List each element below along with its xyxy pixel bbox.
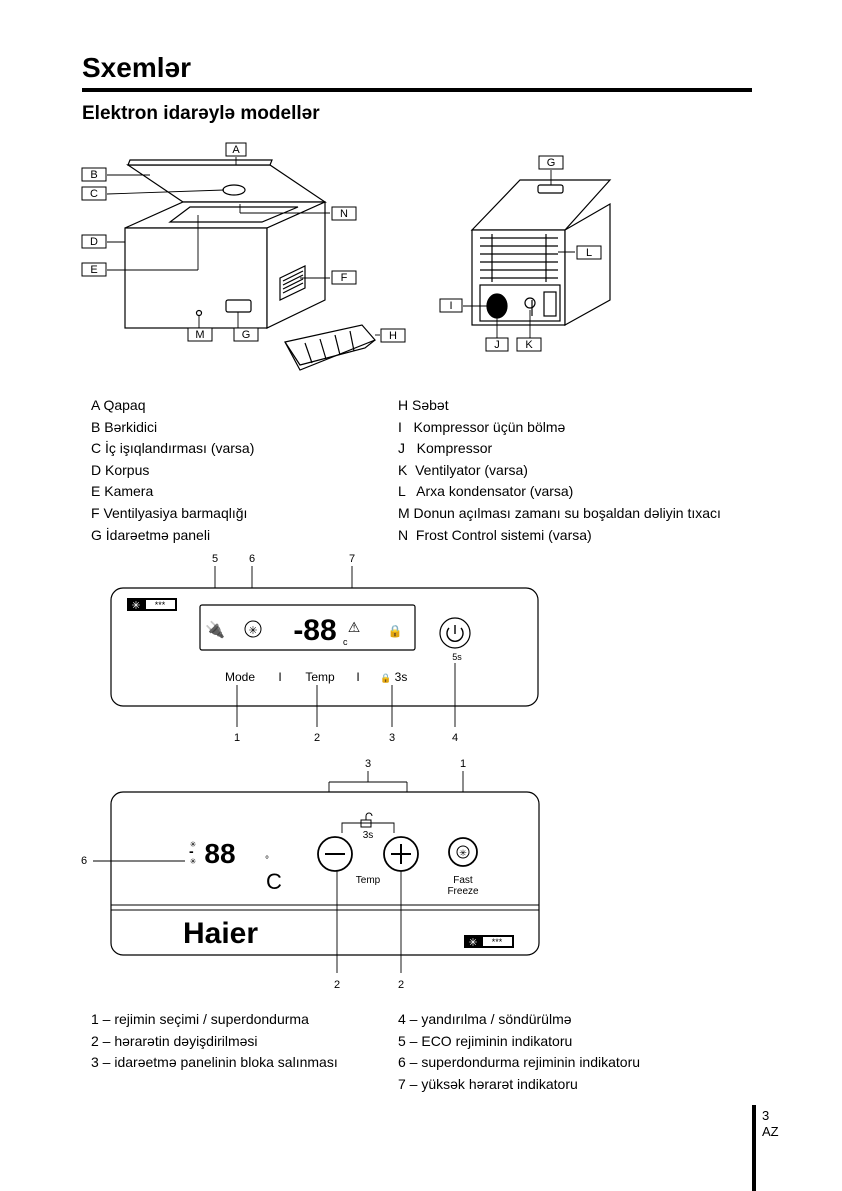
callout-5: 5 — [212, 553, 218, 565]
svg-text:5s: 5s — [452, 652, 462, 662]
legend-item: G İdarəetmə paneli — [91, 526, 211, 543]
callout-n: N — [340, 208, 348, 220]
compressor-icon — [486, 293, 508, 319]
svg-text:✳: ✳ — [131, 600, 140, 612]
callout-d: D — [90, 236, 98, 248]
brand-logo: Haier — [183, 917, 258, 950]
callout-4: 4 — [452, 732, 458, 744]
functions-legend-right: 4 – yandırılma / söndürülmə 5 – ECO reji… — [398, 1009, 640, 1095]
superfreeze-icon — [244, 620, 262, 638]
legend-item: N Frost Control sistemi (varsa) — [398, 526, 592, 543]
svg-text:3s: 3s — [363, 830, 374, 841]
function-item: 3 – idarəetmə panelinin bloka salınması — [91, 1054, 338, 1071]
unit-label: C — [266, 869, 282, 894]
svg-text:2: 2 — [398, 979, 404, 991]
callout-6: 6 — [249, 553, 255, 565]
callout-3: 3 — [389, 732, 395, 744]
panel1-temperature: -88 — [293, 614, 336, 647]
svg-text:***: *** — [155, 600, 166, 610]
legend-item: K Ventilyator (varsa) — [398, 461, 528, 478]
function-item: 1 – rejimin seçimi / superdondurma — [91, 1011, 309, 1027]
lock-icon: 🔒 — [388, 624, 403, 638]
function-item: 7 – yüksək hərarət indikatoru — [398, 1075, 578, 1092]
svg-text:🔒: 🔒 — [380, 673, 391, 683]
callout-h: H — [389, 330, 397, 342]
legend-item: F Ventilyasiya barmaqlığı — [91, 504, 248, 521]
legend-item: H Səbət — [398, 397, 449, 413]
page-number: 3 AZ — [762, 1108, 779, 1139]
fast-freeze-button — [448, 837, 478, 867]
svg-text:-: - — [189, 843, 194, 859]
legend-item: A Qapaq — [91, 397, 146, 413]
function-item: 2 – hərarətin dəyişdirilməsi — [91, 1032, 258, 1049]
callout-a: A — [232, 144, 240, 156]
legend-item: B Bərkidici — [91, 418, 158, 435]
legend-item: D Korpus — [91, 461, 150, 478]
svg-text:✳: ✳ — [459, 848, 467, 858]
callout-1b: 1 — [460, 758, 466, 770]
callout-i: I — [449, 300, 452, 312]
svg-text:I: I — [278, 670, 281, 684]
parts-legend-left: A Qapaq B Bərkidici C İç işıqlandırması … — [91, 395, 254, 546]
legend-item: I Kompressor üçün bölmə — [398, 418, 566, 435]
svg-text:***: *** — [492, 937, 503, 947]
callout-g-rear: G — [547, 157, 556, 169]
function-item: 4 – yandırılma / söndürülmə — [398, 1011, 572, 1027]
panel2-temperature: 88 — [204, 838, 235, 869]
freezer-side — [266, 201, 326, 329]
temp-label-2: Temp — [356, 875, 381, 886]
legend-item: E Kamera — [91, 483, 154, 500]
svg-text:c: c — [343, 637, 348, 647]
legend-item: C İç işıqlandırması (varsa) — [91, 440, 255, 457]
control-panel-1: 5 6 7 ✳ *** 🔌 ✳ -88 c ⚠ 🔒 5s Mode I Temp… — [110, 553, 539, 744]
control-panel-2: 3 1 6 ✳ ✳ - 88 ° C 3s Temp ✳ Fast Freeze… — [81, 758, 540, 991]
svg-text:✳: ✳ — [248, 625, 257, 637]
eco-icon: 🔌 — [205, 620, 225, 639]
callout-1: 1 — [234, 732, 240, 744]
function-item: 5 – ECO rejiminin indikatoru — [398, 1032, 573, 1049]
mode-label: Mode — [225, 670, 255, 684]
function-item: 6 – superdondurma rejiminin indikatoru — [398, 1054, 641, 1071]
page-edge-bar — [752, 1105, 756, 1191]
svg-text:2: 2 — [334, 979, 340, 991]
section-subtitle: Elektron idarəylə modellər — [82, 103, 320, 124]
svg-text:I: I — [356, 670, 359, 684]
page-title: Sxemlər — [82, 52, 191, 83]
callout-b: B — [90, 169, 97, 181]
title-rule — [82, 88, 752, 92]
lock-3s-label: 3s — [395, 670, 408, 684]
callout-k: K — [525, 339, 533, 351]
freezer-parts-diagram: A B C D E F G H I J K L M N G — [81, 142, 612, 371]
svg-text:6: 6 — [81, 855, 87, 867]
svg-text:✳: ✳ — [190, 840, 197, 849]
freezer-lid — [126, 164, 327, 203]
legend-item: M Donun açılması zamanı su boşaldan dəli… — [398, 504, 721, 521]
functions-legend-left: 1 – rejimin seçimi / superdondurma 2 – h… — [91, 1009, 338, 1074]
callout-m: M — [195, 329, 204, 341]
callout-7: 7 — [349, 553, 355, 565]
legend-item: L Arxa kondensator (varsa) — [398, 483, 574, 500]
svg-text:Freeze: Freeze — [447, 886, 479, 897]
legend-item: J Kompressor — [398, 440, 493, 457]
warning-icon: ⚠ — [348, 619, 361, 635]
callout-l: L — [586, 247, 592, 259]
panel1-display — [199, 604, 416, 651]
callout-g: G — [242, 329, 251, 341]
callout-e: E — [90, 264, 97, 276]
callout-3b: 3 — [365, 758, 371, 770]
svg-text:✳: ✳ — [468, 937, 477, 949]
temp-label: Temp — [305, 670, 335, 684]
callout-f: F — [341, 272, 348, 284]
svg-text:Fast: Fast — [453, 875, 473, 886]
svg-text:✳: ✳ — [190, 857, 197, 866]
parts-legend-right: H Səbət I Kompressor üçün bölmə J Kompre… — [398, 395, 721, 546]
callout-j: J — [494, 339, 500, 351]
svg-text:°: ° — [265, 855, 269, 866]
callout-c: C — [90, 188, 98, 200]
callout-2: 2 — [314, 732, 320, 744]
